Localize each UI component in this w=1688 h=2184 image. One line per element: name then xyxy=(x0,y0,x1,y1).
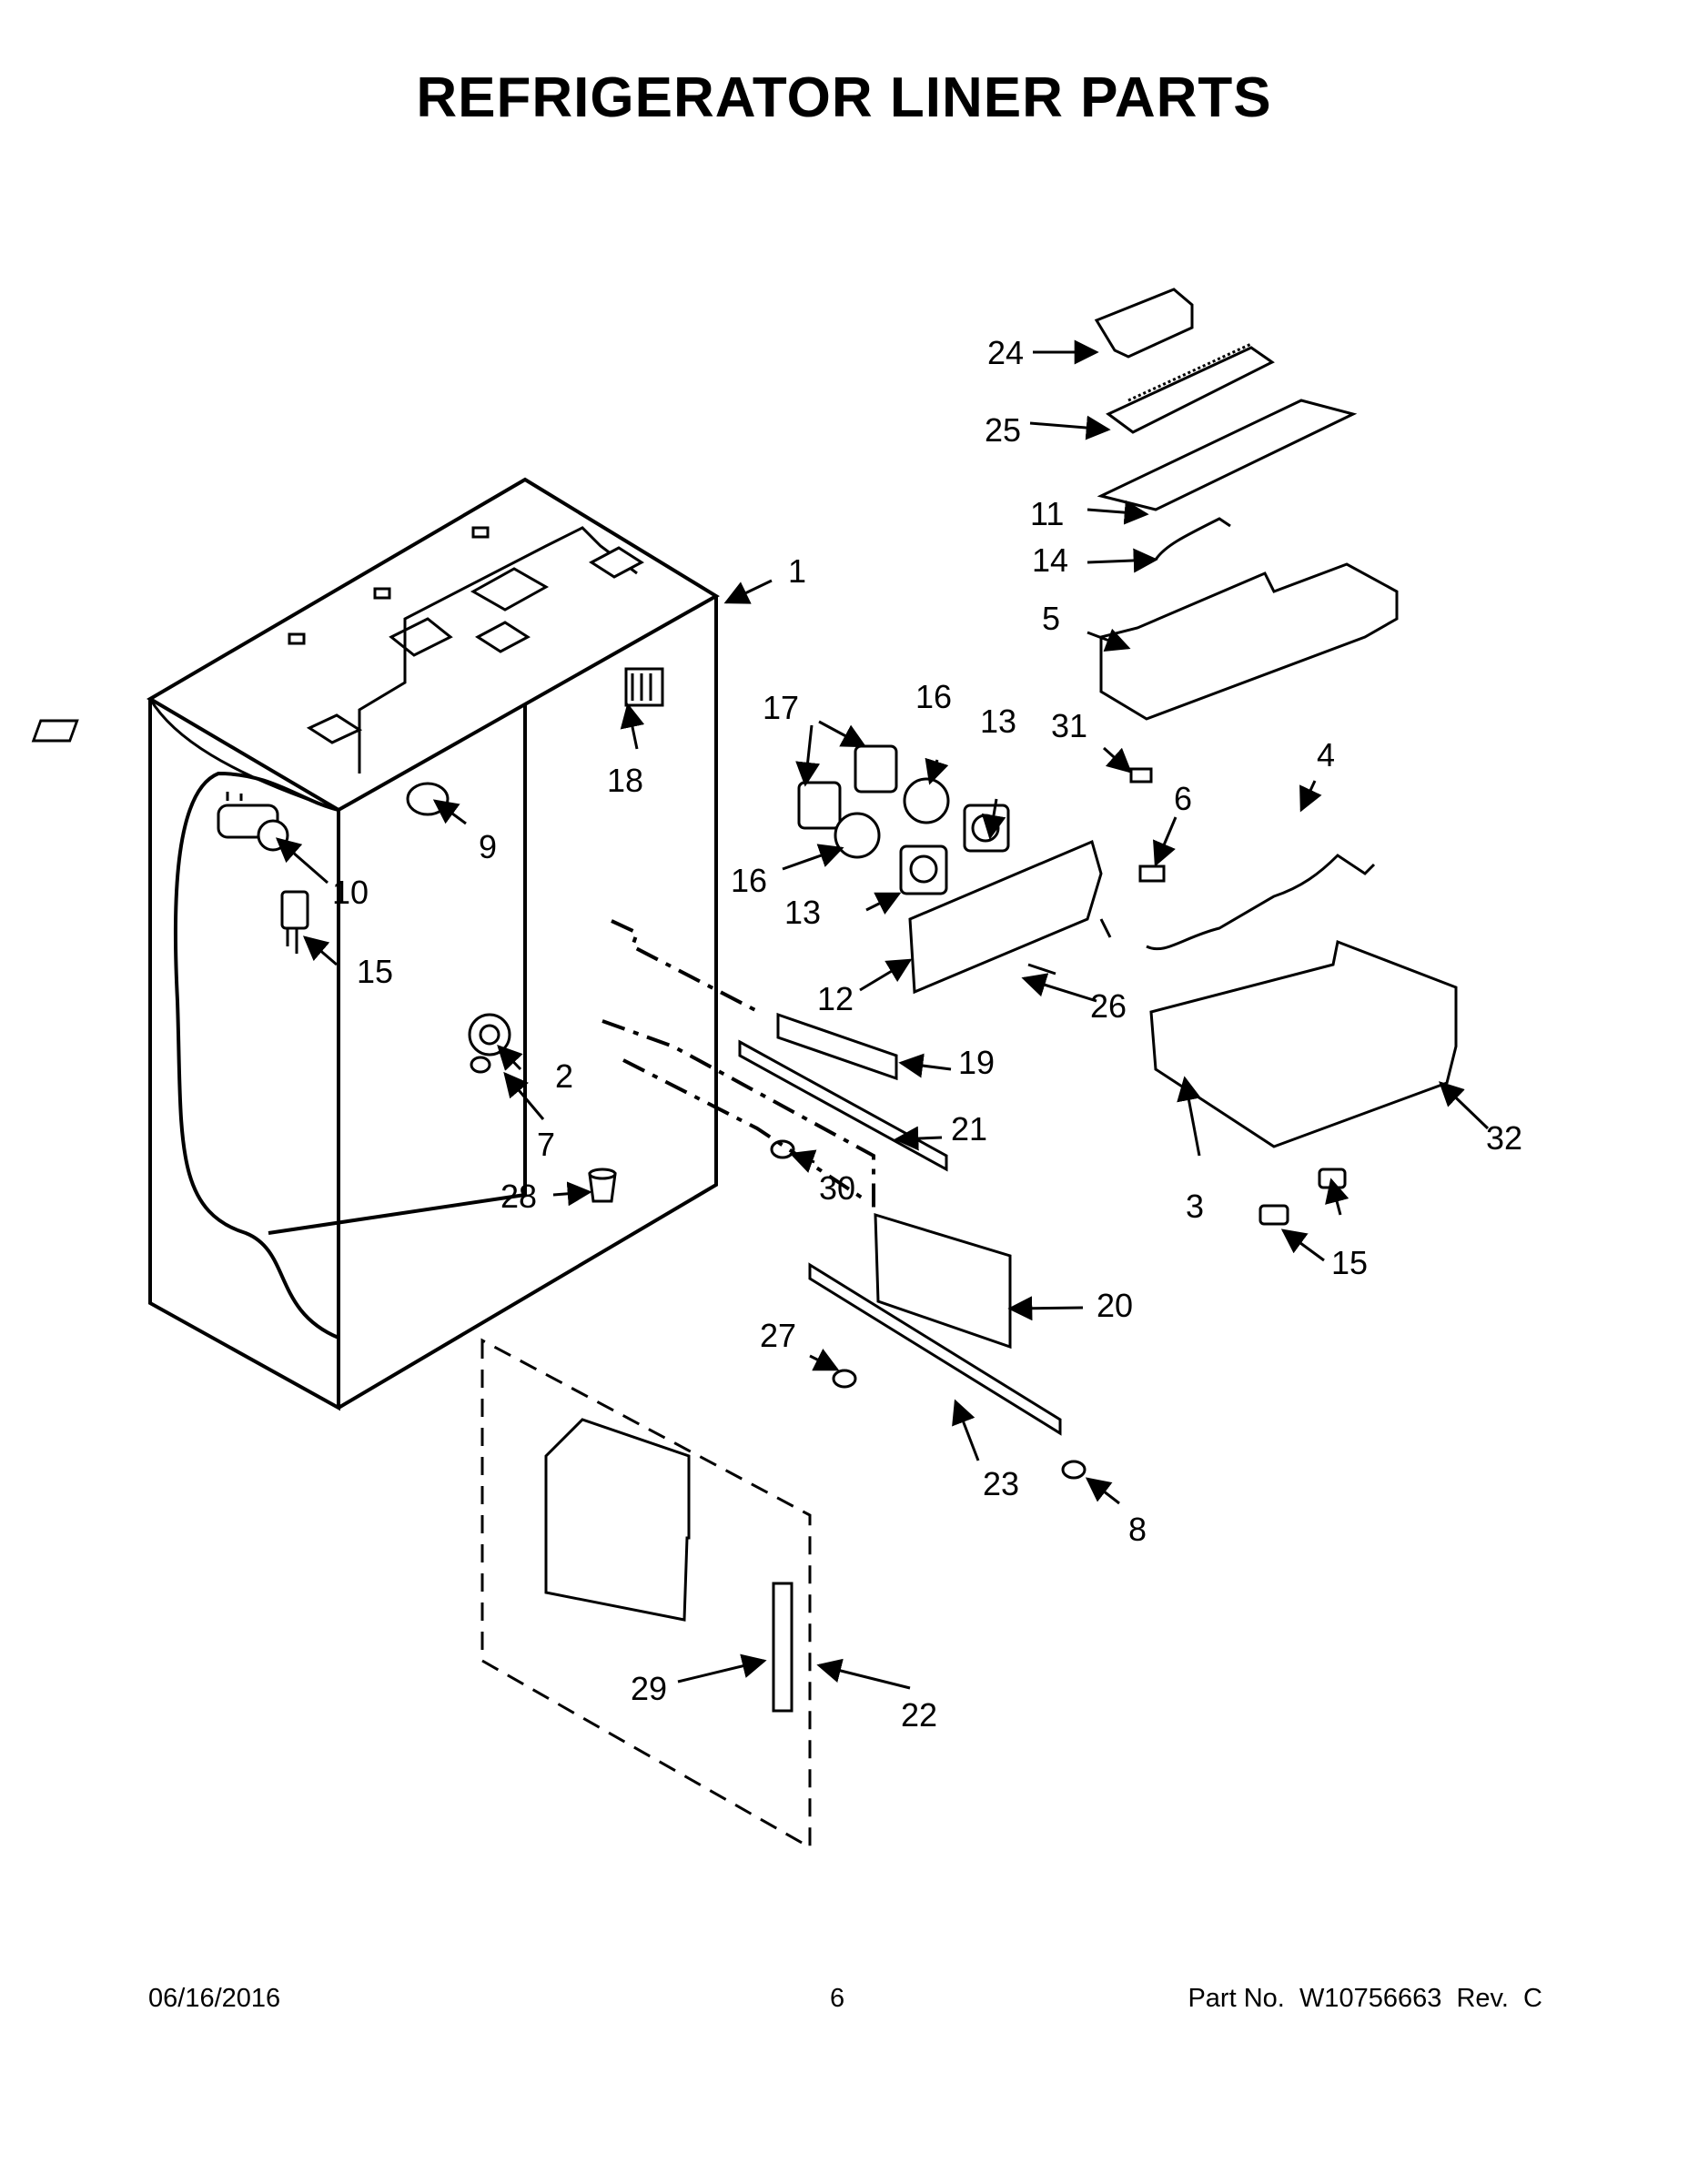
callout-3: 3 xyxy=(1186,1188,1204,1225)
callout-12: 12 xyxy=(817,980,854,1017)
callout-22: 22 xyxy=(901,1696,937,1734)
callout-21: 21 xyxy=(951,1110,987,1148)
callout-7: 7 xyxy=(537,1126,555,1163)
callout-25: 25 xyxy=(985,411,1021,449)
part-20-shape xyxy=(874,1212,1012,1350)
part-22-shape xyxy=(544,1418,691,1622)
part-18-shape xyxy=(624,667,664,707)
part-15a-shape xyxy=(280,890,309,954)
part-2-shape xyxy=(468,1013,511,1057)
page-title: REFRIGERATOR LINER PARTS xyxy=(416,66,1272,129)
callout-8: 8 xyxy=(1128,1511,1147,1548)
callout-labels: 1 2 3 4 5 6 7 8 9 10 11 12 13 13 14 15 1… xyxy=(332,334,1522,1734)
part-8-shape xyxy=(1061,1460,1087,1480)
callout-15b: 15 xyxy=(1331,1244,1368,1281)
callout-18: 18 xyxy=(607,762,643,799)
footer-page-number: 6 xyxy=(830,1984,845,2013)
callout-23: 23 xyxy=(983,1465,1019,1502)
footer-date: 06/16/2016 xyxy=(148,1984,281,2013)
footer-part-number: Part No. W10756663 Rev. C xyxy=(1188,1984,1542,2013)
liner-cabinet xyxy=(31,477,720,1411)
part-7-shape xyxy=(470,1056,491,1074)
fan-housings xyxy=(797,744,1010,895)
callout-5: 5 xyxy=(1042,600,1060,637)
callout-2: 2 xyxy=(555,1057,573,1095)
part-28-shape xyxy=(588,1168,617,1203)
part-31-shape xyxy=(1129,767,1153,784)
callout-20: 20 xyxy=(1097,1287,1133,1324)
part-12-shape xyxy=(908,839,1103,995)
part-5-shape xyxy=(1099,562,1399,721)
callout-26: 26 xyxy=(1090,987,1127,1025)
callout-29: 29 xyxy=(631,1670,667,1707)
callout-13b: 13 xyxy=(784,894,821,931)
callout-arrows xyxy=(275,339,1490,1690)
part-4-shape xyxy=(1146,854,1376,951)
part-6-shape xyxy=(1138,864,1166,883)
callout-11: 11 xyxy=(1030,495,1064,532)
part-14-shape xyxy=(1154,517,1231,561)
part-26-shape xyxy=(1027,918,1112,976)
part-32-shape xyxy=(1149,939,1458,1148)
callout-6: 6 xyxy=(1174,780,1192,817)
callout-27: 27 xyxy=(760,1317,796,1354)
part-23-shape xyxy=(808,1262,1062,1436)
part-30-shape xyxy=(770,1139,795,1159)
callout-24: 24 xyxy=(987,334,1024,371)
part-24-shape xyxy=(1094,288,1194,359)
part-27-shape xyxy=(832,1369,857,1389)
callout-17: 17 xyxy=(763,689,799,726)
callout-1: 1 xyxy=(788,552,806,590)
part-19-shape xyxy=(776,1012,898,1081)
callout-30: 30 xyxy=(819,1169,855,1207)
part-9-shape xyxy=(406,782,450,816)
callout-13a: 13 xyxy=(980,703,1016,740)
callout-15a: 15 xyxy=(357,953,393,990)
part-10-shape xyxy=(217,792,289,852)
callout-16b: 16 xyxy=(731,862,767,899)
callout-31: 31 xyxy=(1051,707,1087,744)
callout-16a: 16 xyxy=(915,678,952,715)
callout-19: 19 xyxy=(958,1044,995,1081)
callout-10: 10 xyxy=(332,874,369,911)
part-29-shape xyxy=(772,1582,793,1713)
part-15b-shape xyxy=(1258,1204,1289,1226)
callout-32: 32 xyxy=(1486,1119,1522,1157)
callout-9: 9 xyxy=(479,828,497,865)
callout-4: 4 xyxy=(1317,736,1335,774)
callout-14: 14 xyxy=(1032,541,1068,579)
callout-28: 28 xyxy=(500,1178,537,1215)
part-25-shape xyxy=(1106,342,1275,434)
